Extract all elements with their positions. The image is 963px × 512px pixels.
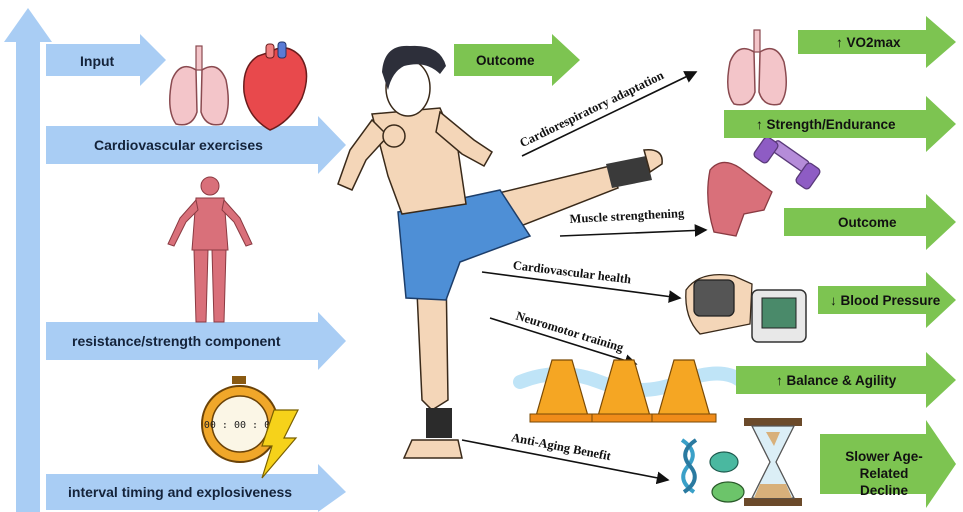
stopwatch-icon: 00 : 00 : 00 [202, 376, 278, 462]
outcome-strength-label: ↑ Strength/Endurance [756, 117, 896, 132]
outcome-balance-label: ↑ Balance & Agility [776, 373, 896, 388]
outcome-outcome-label: Outcome [838, 215, 897, 230]
outcome-bp-label: ↓ Blood Pressure [830, 293, 940, 308]
bacteria-icon [710, 452, 744, 502]
lungs-icon [170, 46, 229, 125]
blood-pressure-monitor-icon [686, 275, 806, 342]
outcome-aging-label: Slower Age-Related Decline [836, 448, 932, 499]
svg-text:00 : 00 : 00: 00 : 00 : 00 [204, 420, 276, 431]
dna-icon [682, 440, 696, 492]
input-header-label: Input [80, 53, 114, 69]
outcome-header-label: Outcome [476, 53, 535, 68]
dumbbell-icon [753, 136, 822, 191]
input-interval-label: interval timing and explosiveness [68, 484, 292, 500]
outcome-vo2-label: ↑ VO2max [836, 35, 901, 50]
input-resistance-label: resistance/strength component [72, 333, 281, 349]
heart-icon [244, 42, 307, 130]
input-cardio-label: Cardiovascular exercises [94, 137, 263, 153]
lungs-icon [728, 30, 787, 105]
hourglass-icon [744, 418, 802, 506]
arm-icon [708, 162, 772, 236]
muscle-figure-icon [168, 177, 252, 322]
vertical-input-arrow [4, 8, 52, 512]
